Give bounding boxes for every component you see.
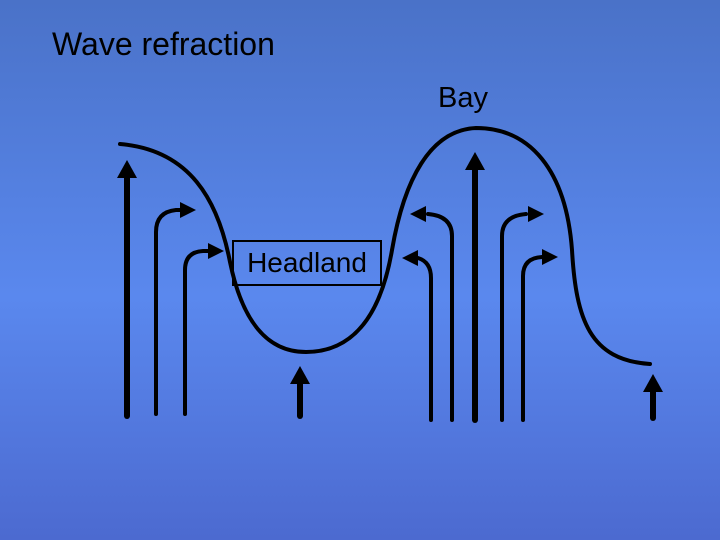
arrow-head-headland — [290, 366, 310, 384]
bay-label: Bay — [438, 82, 488, 114]
ray-bay-inner-right — [500, 212, 528, 422]
arrow-head-bay-center — [465, 152, 485, 170]
arrow-head-bay-outer-right — [542, 249, 558, 265]
arrow-head-bay-inner-right — [528, 206, 544, 222]
headland-label: Headland — [247, 247, 367, 278]
arrow-head-left-bent-lower — [208, 243, 224, 259]
ray-bay-outer-left — [416, 256, 433, 422]
ray-left-bent-lower — [183, 249, 212, 416]
arrow-head-left-bent-upper — [180, 202, 196, 218]
arrow-head-bay-inner-left — [410, 206, 426, 222]
slide-title: Wave refraction — [52, 26, 275, 62]
ray-bay-inner-left — [426, 212, 454, 422]
ray-bay-outer-right — [521, 255, 544, 422]
arrow-head-bay-outer-left — [402, 250, 418, 266]
arrow-head-far-right — [643, 374, 663, 392]
coastline — [118, 126, 652, 366]
arrow-head-left-straight — [117, 160, 137, 178]
headland-label-box: Headland — [232, 240, 382, 286]
ray-left-bent-upper — [154, 208, 184, 416]
